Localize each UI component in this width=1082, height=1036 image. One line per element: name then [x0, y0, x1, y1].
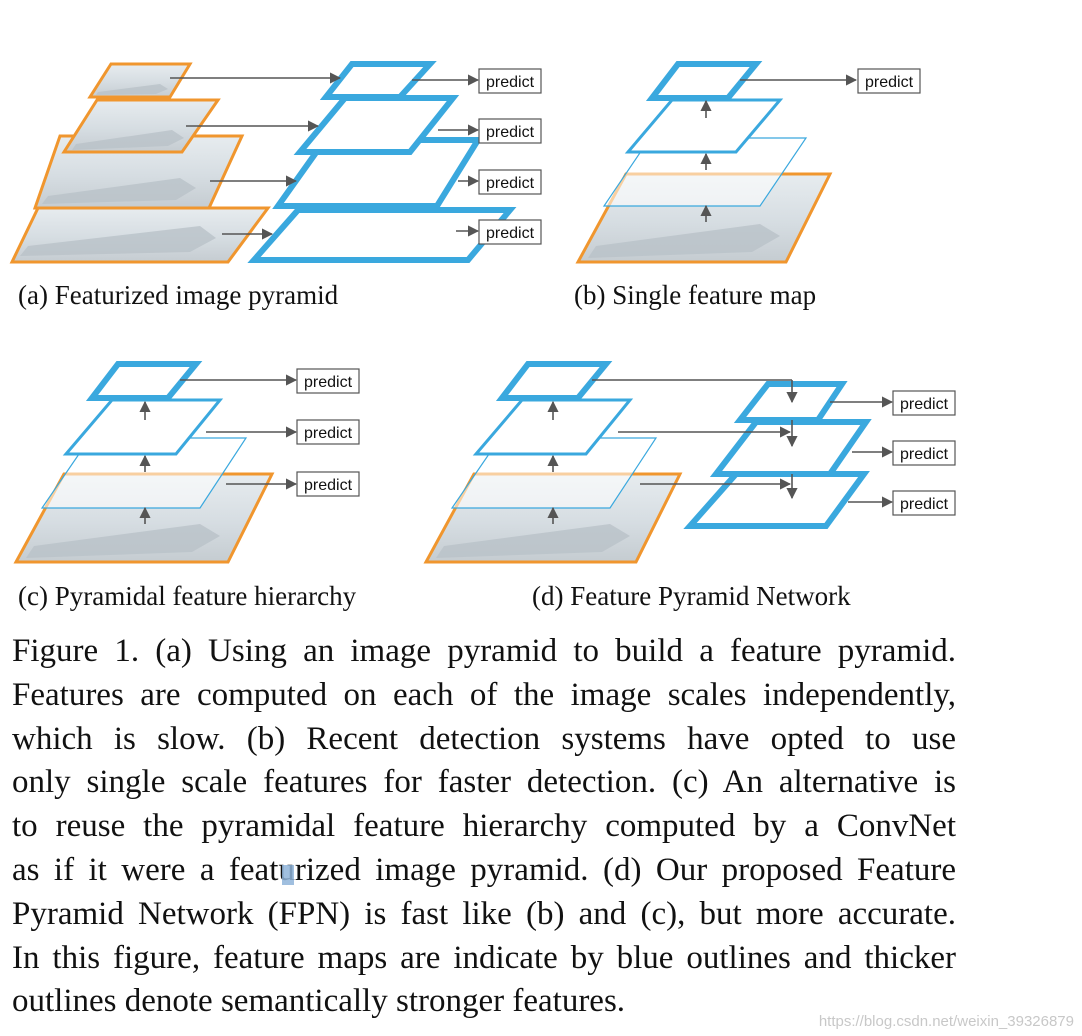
panel-d-caption: (d) Feature Pyramid Network	[532, 581, 851, 611]
top-down-map-3	[683, 471, 870, 529]
boat-shape	[436, 524, 630, 558]
caption-line: to reuse the pyramidal feature hierarchy…	[12, 808, 956, 845]
connection-arrows	[700, 74, 858, 222]
panel-a: predict predict predict predict (a) Feat…	[9, 61, 542, 310]
connection-arrows	[547, 379, 894, 524]
feature-map-4	[247, 207, 517, 263]
caption-line: outlines denote semantically stronger fe…	[12, 983, 626, 1020]
caption-line: which is slow. (b) Recent detection syst…	[12, 720, 956, 757]
predict-label: predict	[486, 74, 535, 91]
boat-shape	[72, 130, 184, 150]
boat-shape	[20, 226, 216, 256]
panel-d: predict predict predict (d) Feature Pyra…	[423, 361, 956, 611]
predict-label: predict	[304, 374, 353, 391]
boat-shape	[588, 224, 780, 258]
connection-arrows	[139, 374, 298, 524]
predict-box: predict	[857, 68, 921, 94]
top-down-map-1	[733, 381, 848, 423]
predict-box: predict	[892, 440, 956, 466]
caption-line: only single scale features for faster de…	[12, 764, 956, 801]
predict-label: predict	[486, 124, 535, 141]
panel-c-caption: (c) Pyramidal feature hierarchy	[18, 581, 357, 611]
panel-b-caption: (b) Single feature map	[574, 280, 816, 310]
feature-map-2	[62, 398, 224, 456]
panel-c: predict predict predict (c) Pyramidal fe…	[13, 361, 360, 611]
boat-shape	[96, 84, 168, 95]
caption-line: Figure 1. (a) Using an image pyramid to …	[12, 633, 956, 669]
panel-b: predict (b) Single feature map	[574, 61, 921, 310]
feature-map-3	[602, 137, 808, 207]
feature-map-1	[85, 361, 203, 401]
predict-box: predict	[478, 169, 542, 195]
feature-maps	[247, 61, 517, 263]
caption-line: Pyramid Network (FPN) is fast like (b) a…	[12, 895, 956, 932]
connection-arrows	[170, 72, 480, 240]
predict-label: predict	[900, 446, 949, 463]
bottom-up-map-2	[472, 398, 634, 456]
predict-box: predict	[478, 219, 542, 245]
panel-a-caption: (a) Featurized image pyramid	[18, 280, 339, 310]
boat-shape	[42, 178, 196, 204]
predict-box: predict	[478, 118, 542, 144]
predict-label: predict	[304, 477, 353, 494]
watermark: https://blog.csdn.net/weixin_39326879	[818, 1013, 1074, 1030]
predict-label: predict	[486, 225, 535, 242]
feature-map-2	[293, 95, 460, 155]
figure-diagram: predict predict predict predict (a) Feat…	[9, 61, 956, 611]
top-down-map-2	[709, 419, 872, 477]
feature-map-2	[624, 98, 784, 154]
predict-box: predict	[296, 419, 360, 445]
figure-caption: Figure 1. (a) Using an image pyramid to …	[12, 630, 956, 1024]
predict-box: predict	[478, 68, 542, 94]
predict-label: predict	[304, 425, 353, 442]
text-cursor-highlight	[282, 865, 294, 885]
bottom-up-map-1	[495, 361, 613, 401]
caption-line: as if it were a featurized image pyramid…	[12, 851, 956, 888]
caption-line: In this figure, feature maps are indicat…	[12, 939, 956, 976]
predict-label: predict	[900, 396, 949, 413]
boat-shape	[26, 524, 220, 558]
predict-label: predict	[486, 175, 535, 192]
predict-box: predict	[296, 368, 360, 394]
predict-box: predict	[296, 471, 360, 497]
predict-label: predict	[865, 74, 914, 91]
predict-box: predict	[892, 390, 956, 416]
feature-map-1	[319, 61, 437, 100]
feature-map-1	[645, 61, 763, 101]
image-pyramid	[9, 62, 271, 264]
predict-label: predict	[900, 496, 949, 513]
caption-line: Features are computed on each of the ima…	[12, 676, 956, 713]
predict-box: predict	[892, 490, 956, 516]
